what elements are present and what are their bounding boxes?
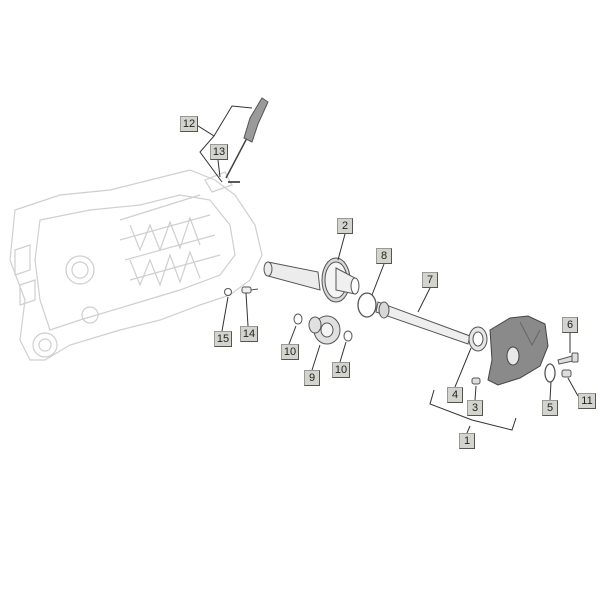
o-ring-15 — [224, 288, 232, 296]
callout-part-10b[interactable]: 10 — [332, 362, 350, 378]
screw-14 — [241, 286, 259, 294]
callout-part-5[interactable]: 5 — [542, 400, 558, 416]
leader-lines — [194, 105, 579, 434]
output-shaft-7 — [375, 301, 471, 345]
oil-seal-5 — [544, 363, 556, 383]
callout-part-12[interactable]: 12 — [180, 116, 198, 132]
callout-part-1[interactable]: 1 — [459, 433, 475, 449]
callout-part-7[interactable]: 7 — [422, 272, 438, 288]
callout-part-15[interactable]: 15 — [214, 331, 232, 347]
dowel-pin-3 — [471, 377, 481, 385]
plug-11 — [561, 369, 572, 378]
washer-10-right — [343, 330, 353, 342]
callout-part-14[interactable]: 14 — [240, 326, 258, 342]
callout-part-2[interactable]: 2 — [337, 218, 353, 234]
intermediate-gear-9 — [308, 315, 341, 345]
bolt-6 — [557, 352, 579, 365]
callout-part-9[interactable]: 9 — [304, 370, 320, 386]
callout-part-3[interactable]: 3 — [467, 400, 483, 416]
callout-part-13[interactable]: 13 — [210, 144, 228, 160]
breather-pipe-assembly — [225, 97, 269, 183]
gear-cover-1 — [487, 315, 549, 386]
bearing-4 — [468, 326, 488, 352]
callout-part-4[interactable]: 4 — [447, 387, 463, 403]
gear-shaft-2 — [263, 257, 360, 303]
callout-part-6[interactable]: 6 — [562, 317, 578, 333]
callout-part-11[interactable]: 11 — [578, 393, 596, 409]
callout-part-8[interactable]: 8 — [376, 248, 392, 264]
washer-10-left — [293, 313, 303, 325]
callout-part-10a[interactable]: 10 — [281, 344, 299, 360]
circlip-8 — [357, 292, 377, 318]
